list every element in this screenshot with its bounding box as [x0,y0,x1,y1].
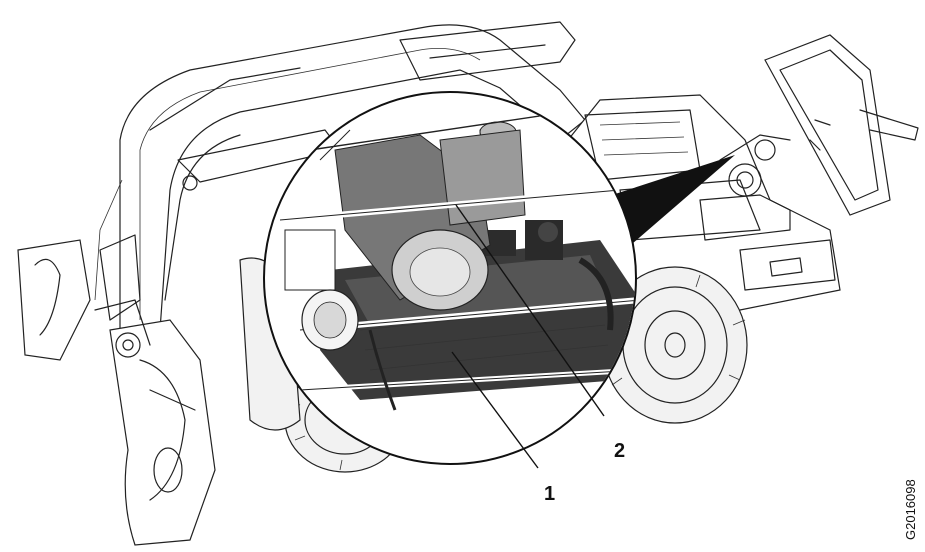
loader-boom [94,21,586,331]
callout-1: 1 [544,483,555,505]
open-engine-hood [764,34,919,216]
figure-code: G2016098 [903,479,918,540]
leader-line-1 [451,351,539,469]
callout-2: 2 [614,440,625,462]
rear-engine-detail [699,134,791,241]
grapple-attachment [17,239,216,546]
detail-pointer [612,155,735,250]
leader-line-2 [455,204,605,417]
engine-detail-circle [263,91,637,465]
